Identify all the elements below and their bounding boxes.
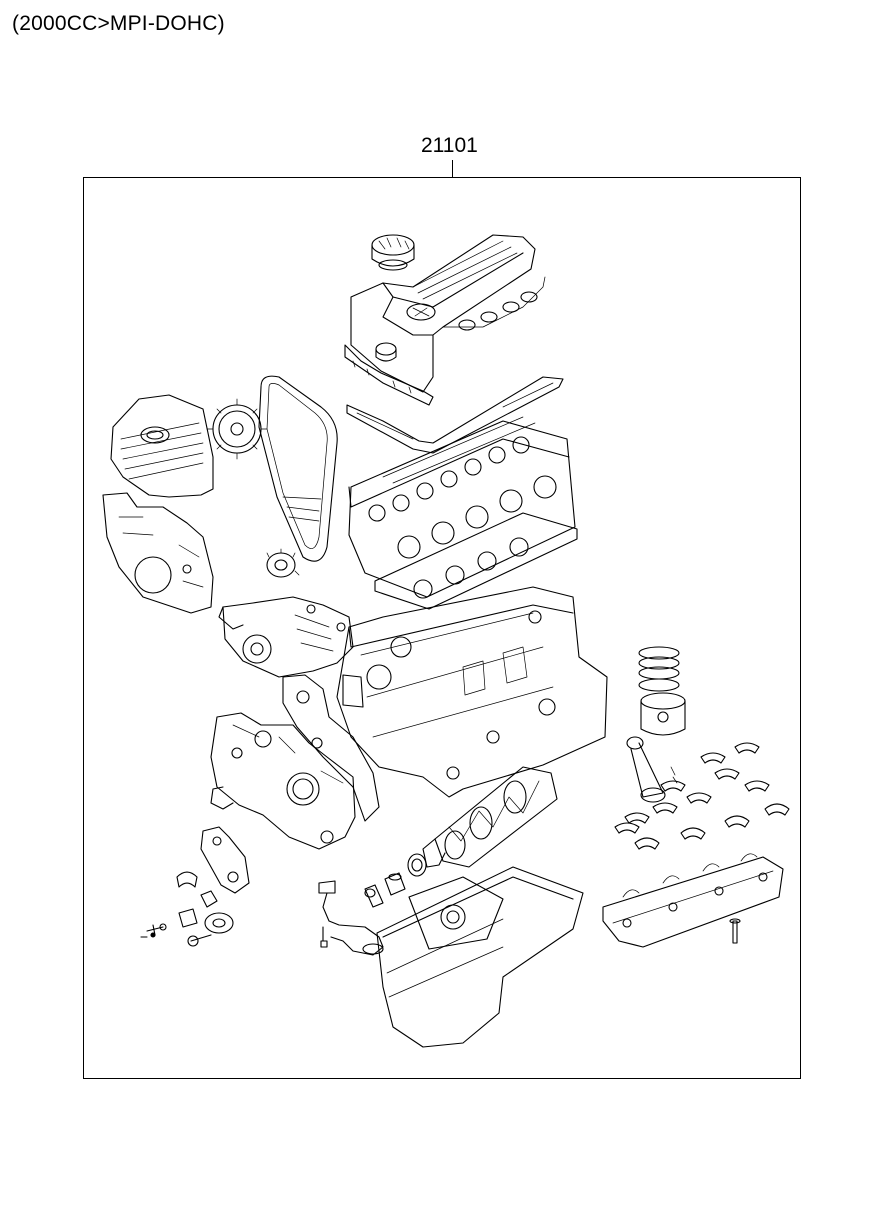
cylinder-head[interactable]	[348, 416, 576, 598]
timing-belt-cover-lower[interactable]	[102, 492, 214, 614]
crankshaft-sprocket[interactable]	[266, 548, 300, 578]
part-number-leader-line	[452, 160, 453, 178]
camshaft-sprocket[interactable]	[206, 398, 268, 460]
water-pump[interactable]	[218, 596, 354, 678]
crankshaft-front-seal[interactable]	[407, 853, 427, 877]
piston-rings[interactable]	[638, 646, 680, 692]
main-bearing-cap-frame[interactable]	[602, 853, 784, 948]
part-number-label[interactable]: 21101	[421, 134, 478, 157]
oil-pan[interactable]	[376, 866, 584, 1048]
tensioner-bolts[interactable]	[140, 923, 212, 947]
bearing-cap-bolts[interactable]	[634, 803, 790, 944]
piston[interactable]	[640, 692, 686, 736]
cylinder-head-gasket[interactable]	[374, 512, 578, 610]
oil-strainer[interactable]	[318, 880, 384, 956]
timing-belt-tensioner[interactable]	[176, 826, 250, 934]
main-bearing-shells[interactable]	[614, 742, 770, 834]
oil-filler-cap[interactable]	[371, 234, 415, 271]
cylinder-head-cover[interactable]	[344, 234, 546, 406]
front-case-gasket[interactable]	[282, 674, 380, 822]
rear-oil-seal[interactable]	[364, 872, 406, 908]
assembly-frame	[83, 177, 801, 1079]
timing-belt-cover-upper[interactable]	[110, 394, 214, 498]
rocker-cover-gasket[interactable]	[346, 376, 564, 454]
engine-spec-title: (2000CC>MPI-DOHC)	[12, 12, 225, 35]
connecting-rod[interactable]	[626, 736, 678, 803]
engine-assembly-drawing	[102, 234, 790, 1048]
oil-pump-front-case[interactable]	[210, 712, 356, 850]
timing-belt[interactable]	[258, 375, 338, 562]
crankshaft[interactable]	[422, 766, 558, 868]
cylinder-block[interactable]	[336, 586, 608, 798]
